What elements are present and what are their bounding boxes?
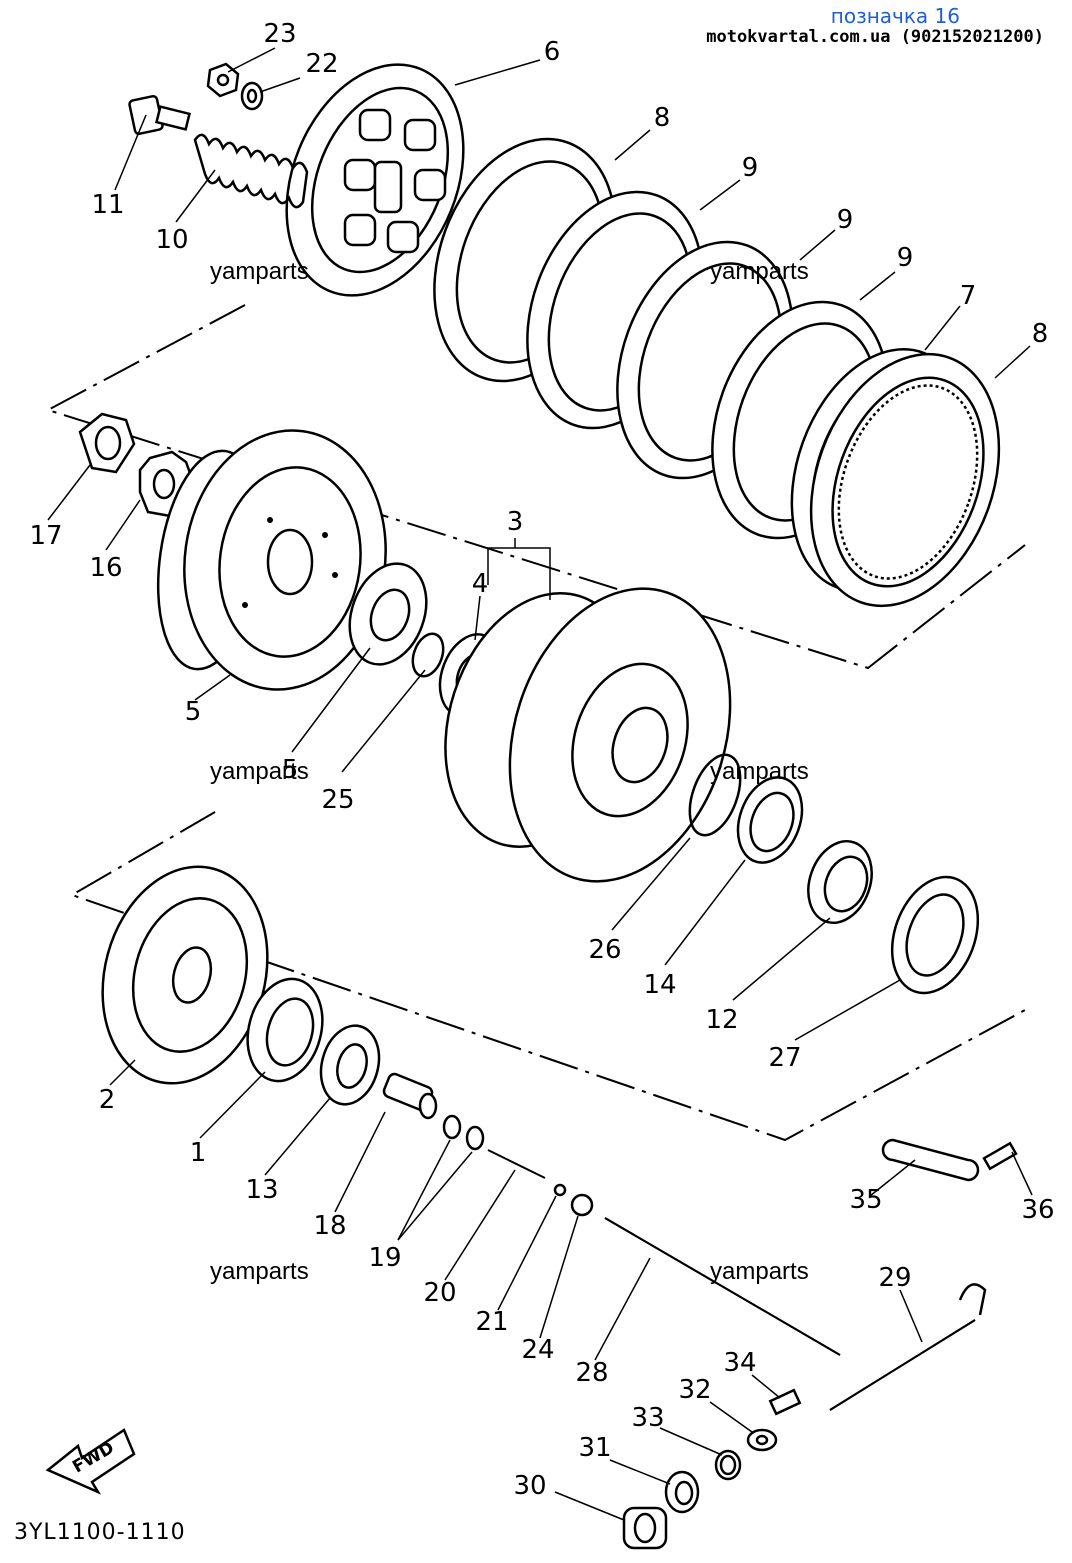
watermark: yamparts — [710, 1258, 809, 1285]
callout-29: 29 — [878, 1263, 911, 1293]
thrust-washer-27 — [890, 875, 980, 995]
callout-24: 24 — [521, 1335, 554, 1365]
callout-13: 13 — [245, 1175, 278, 1205]
callout-33: 33 — [631, 1403, 664, 1433]
bolt-34 — [768, 1388, 802, 1416]
callout-31: 31 — [578, 1433, 611, 1463]
callout-25: 25 — [321, 785, 354, 815]
callout-9-third: 9 — [897, 243, 914, 273]
callout-28: 28 — [575, 1358, 608, 1388]
leader-lines — [47, 47, 1033, 1521]
lower-assembly-frame — [69, 811, 1026, 1142]
callout-3: 3 — [507, 507, 524, 537]
callout-2: 2 — [99, 1085, 116, 1115]
callout-16: 16 — [89, 553, 122, 583]
spacer-12 — [807, 839, 873, 925]
bolt-11 — [128, 94, 192, 136]
callout-27: 27 — [768, 1043, 801, 1073]
push-rod-28 — [604, 1217, 841, 1356]
bearing-1 — [246, 977, 324, 1083]
ball-21 — [553, 1183, 567, 1197]
callout-32: 32 — [678, 1375, 711, 1405]
watermark: yamparts — [710, 758, 809, 785]
callout-11: 11 — [91, 190, 124, 220]
collar-13 — [319, 1024, 381, 1106]
callout-4: 4 — [472, 569, 489, 599]
callout-9-second: 9 — [837, 205, 854, 235]
pressure-plate-6 — [285, 63, 465, 297]
thrust-washer-5 — [348, 562, 428, 666]
bolt-36 — [982, 1141, 1018, 1171]
callout-23: 23 — [263, 19, 296, 49]
callout-36: 36 — [1021, 1195, 1054, 1225]
friction-plate-8-outer — [809, 352, 1001, 608]
callout-30: 30 — [513, 1471, 546, 1501]
upper-assembly-frame — [45, 304, 1026, 670]
push-lever-shaft-29 — [829, 1283, 987, 1411]
circlip-26 — [688, 753, 742, 837]
nut-17 — [78, 412, 136, 474]
bearing-30 — [622, 1506, 668, 1550]
callout-17: 17 — [29, 521, 62, 551]
clutch-spring-10 — [193, 133, 309, 209]
callout-1: 1 — [190, 1138, 207, 1168]
lever-35 — [881, 1138, 980, 1182]
clutch-boss-5 — [156, 429, 387, 691]
oil-seal-31 — [664, 1470, 700, 1514]
callout-14: 14 — [643, 970, 676, 1000]
callout-10: 10 — [155, 225, 188, 255]
washer-22 — [240, 81, 264, 111]
needle-bearing-14 — [736, 776, 804, 864]
diagram-code: 3YL1100-1110 — [14, 1520, 186, 1545]
washer-32 — [746, 1428, 778, 1452]
callout-18: 18 — [313, 1211, 346, 1241]
callout-8-upper: 8 — [654, 103, 671, 133]
callout-22: 22 — [305, 49, 338, 79]
clutch-housing-3 — [444, 587, 732, 883]
fwd-arrow-icon: FWD — [45, 1428, 136, 1495]
callout-34: 34 — [723, 1348, 756, 1378]
watermark: yamparts — [210, 1258, 309, 1285]
header-title: позначка 16 — [830, 4, 960, 28]
push-rod-end-18 — [382, 1072, 438, 1120]
callout-8-lower: 8 — [1032, 319, 1049, 349]
push-rod-20 — [487, 1149, 546, 1179]
primary-drive-gear-2 — [101, 865, 269, 1085]
o-ring-19a — [442, 1114, 462, 1140]
nut-23 — [206, 62, 240, 98]
watermark: yamparts — [210, 758, 309, 785]
callout-19: 19 — [368, 1243, 401, 1273]
callout-7: 7 — [960, 281, 977, 311]
callout-21: 21 — [475, 1307, 508, 1337]
ball-24 — [570, 1193, 594, 1217]
watermark: yamparts — [710, 258, 809, 285]
header-source: motokvartal.com.ua (902152021200) — [706, 27, 1044, 47]
callout-20: 20 — [423, 1278, 456, 1308]
o-ring-19b — [465, 1125, 485, 1151]
callout-5-washer: 5 — [282, 755, 299, 785]
callout-26: 26 — [588, 935, 621, 965]
spring-33 — [714, 1449, 742, 1481]
callout-6: 6 — [544, 37, 561, 67]
callout-35: 35 — [849, 1185, 882, 1215]
callout-9-first: 9 — [742, 153, 759, 183]
callout-5-boss: 5 — [185, 697, 202, 727]
watermark: yamparts — [210, 258, 309, 285]
callout-12: 12 — [705, 1005, 738, 1035]
